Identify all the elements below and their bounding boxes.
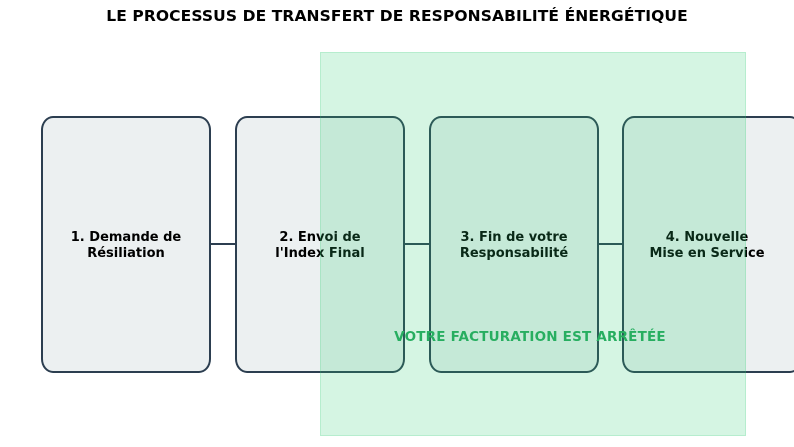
step-label-fin-responsabilite: 3. Fin de votre Responsabilité xyxy=(459,229,569,261)
connector-1-2 xyxy=(211,243,235,245)
billing-stopped-caption: VOTRE FACTURATION EST ARRÊTÉE xyxy=(394,329,666,345)
connector-2-3 xyxy=(405,243,429,245)
billing-stopped-zone xyxy=(320,52,746,436)
step-box-fin-responsabilite: 3. Fin de votre Responsabilité xyxy=(429,116,599,373)
step-box-resiliation: 1. Demande de Résiliation xyxy=(41,116,211,373)
step-label-index-final: 2. Envoi de l'Index Final xyxy=(275,229,365,261)
step-box-index-final: 2. Envoi de l'Index Final xyxy=(235,116,405,373)
step-label-mise-en-service: 4. Nouvelle Mise en Service xyxy=(649,229,765,261)
connector-3-4 xyxy=(599,243,623,245)
diagram-title: LE PROCESSUS DE TRANSFERT DE RESPONSABIL… xyxy=(106,7,688,25)
step-label-resiliation: 1. Demande de Résiliation xyxy=(70,229,182,261)
step-box-mise-en-service: 4. Nouvelle Mise en Service xyxy=(622,116,794,373)
